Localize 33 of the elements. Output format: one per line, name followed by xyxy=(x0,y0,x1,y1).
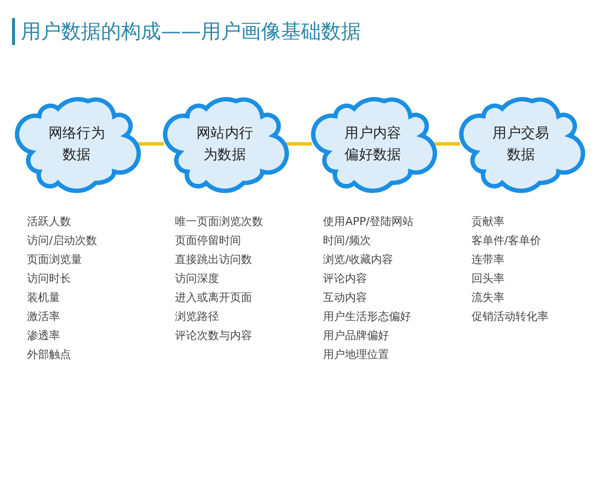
list-item: 外部触点 xyxy=(27,347,72,363)
connector xyxy=(138,142,164,146)
list-item: 评论内容 xyxy=(323,271,368,287)
list-item: 浏览/收藏内容 xyxy=(323,252,394,268)
list-item: 时间/频次 xyxy=(323,233,372,249)
list-item: 回头率 xyxy=(471,271,506,287)
connector xyxy=(286,142,312,146)
list-item: 直接跳出访问数 xyxy=(175,252,254,268)
list-item: 进入或离开页面 xyxy=(175,290,254,306)
list-item: 使用APP/登陆网站 xyxy=(323,214,414,230)
connector xyxy=(434,142,460,146)
list-item: 浏览路径 xyxy=(175,309,220,325)
list-item: 访问深度 xyxy=(175,271,220,287)
list-item: 评论次数与内容 xyxy=(175,328,254,344)
list-item: 促销活动转化率 xyxy=(471,309,548,325)
list-item: 页面停留时间 xyxy=(175,233,242,249)
list-item: 访问时长 xyxy=(27,271,72,287)
diagram-title: 用户数据的构成——用户画像基础数据 xyxy=(12,18,361,45)
list-item: 渗透率 xyxy=(27,328,62,344)
list-item: 访问/启动次数 xyxy=(27,233,97,249)
list-item: 流失率 xyxy=(471,290,506,306)
list-item: 用户品牌偏好 xyxy=(323,328,390,344)
list-item: 贡献率 xyxy=(471,214,506,230)
list-item: 唯一页面浏览次数 xyxy=(175,214,264,230)
list-item: 用户地理位置 xyxy=(323,347,390,363)
list-item: 装机量 xyxy=(27,290,62,306)
list-item: 页面浏览量 xyxy=(27,252,84,268)
list-item: 活跃人数 xyxy=(27,214,72,230)
list-item: 互动内容 xyxy=(323,290,368,306)
list-item: 用户生活形态偏好 xyxy=(323,309,412,325)
list-item: 激活率 xyxy=(27,309,62,325)
list-item: 连带率 xyxy=(471,252,506,268)
list-item: 客单件/客单价 xyxy=(471,233,542,249)
